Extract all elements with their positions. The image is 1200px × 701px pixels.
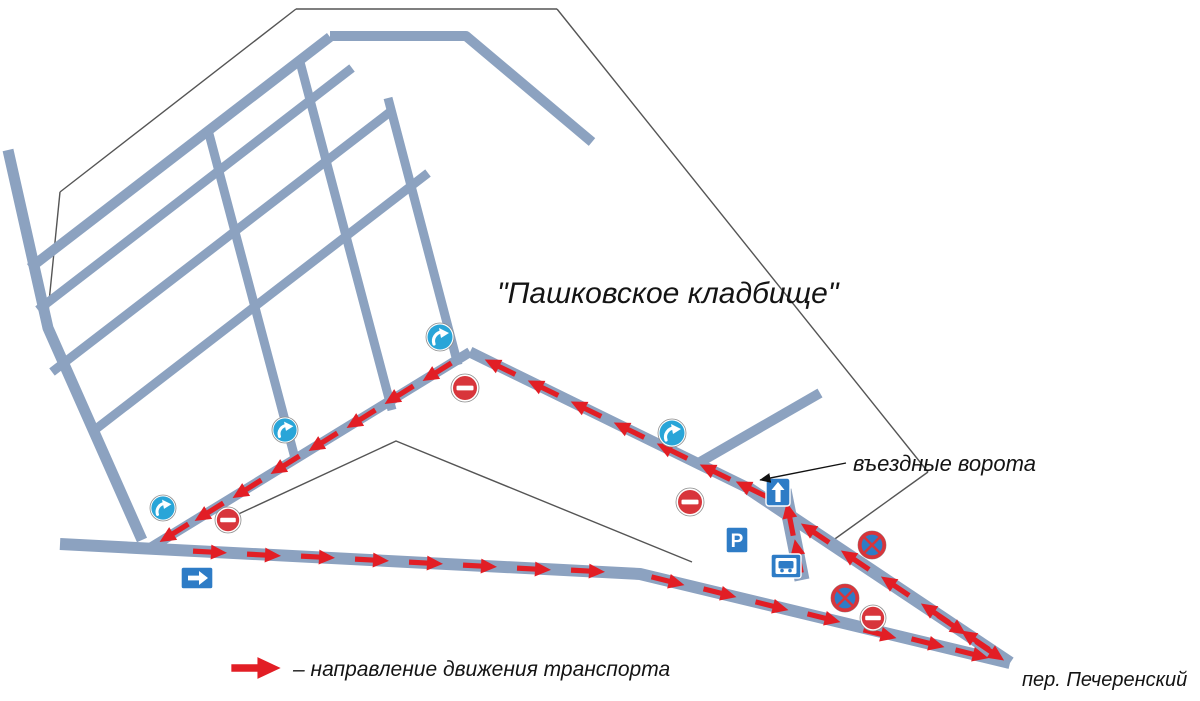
bus-icon <box>778 561 794 569</box>
parking-sign: P <box>725 526 749 554</box>
labels-layer: "Пашковское кладбище" въездные ворота пе… <box>231 277 1187 691</box>
street-label: пер. Печеренский <box>1022 669 1187 691</box>
turn-direction-sign <box>657 418 687 448</box>
no-entry-sign <box>450 373 480 403</box>
road-left-alley <box>2 148 148 543</box>
boundary-right-diagonal <box>556 8 929 473</box>
no-stopping-sign <box>857 530 887 560</box>
road-grid-cross-3 <box>383 96 463 367</box>
entrance-gates-label: въездные ворота <box>853 451 1036 476</box>
turn-direction-sign <box>149 494 177 522</box>
road-top-alley <box>330 31 596 146</box>
no-entry-sign <box>675 487 705 517</box>
road-grid-row-3 <box>49 108 393 376</box>
no-entry-sign <box>859 604 887 632</box>
legend-arrow-icon <box>231 657 281 679</box>
turn-direction-sign <box>425 322 455 352</box>
cemetery-title: "Пашковское кладбище" <box>497 277 840 310</box>
exit-direction-sign <box>180 566 214 590</box>
no-entry-bar-icon <box>220 517 236 523</box>
up-arrow-icon <box>771 482 785 502</box>
road-grid-row-2 <box>35 64 355 314</box>
road-grid-cross-2 <box>295 60 397 412</box>
legend: – направление движения транспорта <box>231 657 670 681</box>
turn-direction-sign <box>271 416 299 444</box>
road-grid-cross-1 <box>203 128 301 464</box>
boundary-gate-segment <box>831 471 929 542</box>
right-arrow-icon <box>188 571 208 585</box>
road-entrance-spur <box>692 388 823 470</box>
boundary-left-upper <box>59 8 297 193</box>
crossed-x-icon <box>863 536 881 554</box>
road-grid-edge <box>26 33 334 272</box>
one-way-sign <box>765 477 791 507</box>
no-entry-bar-icon <box>865 615 881 621</box>
no-entry-sign <box>214 506 242 534</box>
crossed-x-icon <box>836 589 854 607</box>
parking-letter: P <box>731 531 744 552</box>
no-entry-bar-icon <box>681 499 699 505</box>
no-entry-bar-icon <box>456 385 474 391</box>
bus-stop-sign <box>770 553 802 579</box>
boundary-inner-triangle <box>231 440 693 563</box>
legend-text: – направление движения транспорта <box>292 658 670 681</box>
entrance-gates-pointer-arrow <box>759 462 847 483</box>
road-grid-row-4 <box>89 169 431 436</box>
roads-layer <box>2 31 1014 669</box>
no-stopping-sign <box>830 583 860 613</box>
signs-layer: P <box>149 322 887 632</box>
